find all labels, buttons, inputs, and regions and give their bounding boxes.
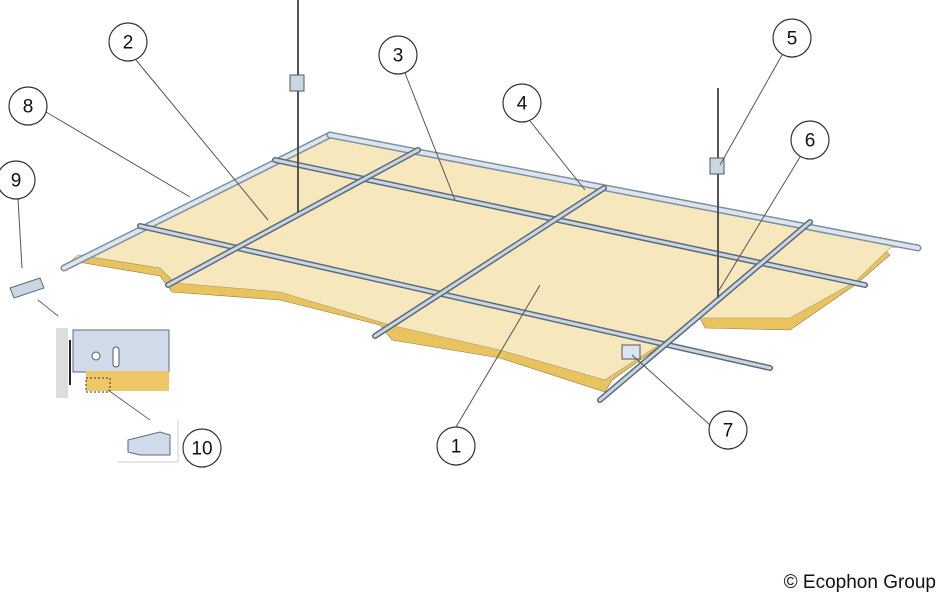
callout-circle xyxy=(378,35,418,75)
callout-number: 7 xyxy=(723,421,734,442)
detail-inset xyxy=(9,277,179,463)
callout-circle xyxy=(8,86,48,126)
callout-8: 8 xyxy=(8,86,48,126)
callout-4: 4 xyxy=(502,83,542,123)
callout-circle xyxy=(0,160,36,200)
callout-number: 5 xyxy=(787,29,798,50)
callout-2: 2 xyxy=(108,22,148,62)
bracket xyxy=(621,344,641,360)
callout-3: 3 xyxy=(378,35,418,75)
leader-lines xyxy=(17,54,801,428)
hangers xyxy=(289,0,725,298)
grid-profiles xyxy=(60,131,922,403)
callout-7: 7 xyxy=(708,410,748,450)
ceiling-panels xyxy=(69,134,921,393)
callout-circle xyxy=(772,18,812,58)
callout-number: 10 xyxy=(191,439,212,460)
callout-number: 4 xyxy=(517,94,528,115)
callout-number: 8 xyxy=(23,97,34,118)
wall-angle-trim xyxy=(60,131,922,272)
callout-circle xyxy=(708,410,748,450)
callout-number: 2 xyxy=(123,33,134,54)
callouts: 1 2 3 4 5 6 7 8 9 10 xyxy=(0,18,830,468)
callout-circle xyxy=(108,22,148,62)
callout-1: 1 xyxy=(436,426,476,466)
callout-circle xyxy=(790,120,830,160)
callout-5: 5 xyxy=(772,18,812,58)
callout-circle xyxy=(436,426,476,466)
callout-number: 3 xyxy=(393,46,404,67)
callout-10: 10 xyxy=(182,428,222,468)
callout-9: 9 xyxy=(0,160,36,200)
cross-tees xyxy=(165,147,813,403)
callout-6: 6 xyxy=(790,120,830,160)
callout-number: 1 xyxy=(451,437,462,458)
callout-number: 6 xyxy=(805,131,816,152)
callout-number: 9 xyxy=(11,171,22,192)
callout-circle xyxy=(182,428,222,468)
callout-circle xyxy=(502,83,542,123)
copyright-notice: © Ecophon Group xyxy=(783,572,936,593)
